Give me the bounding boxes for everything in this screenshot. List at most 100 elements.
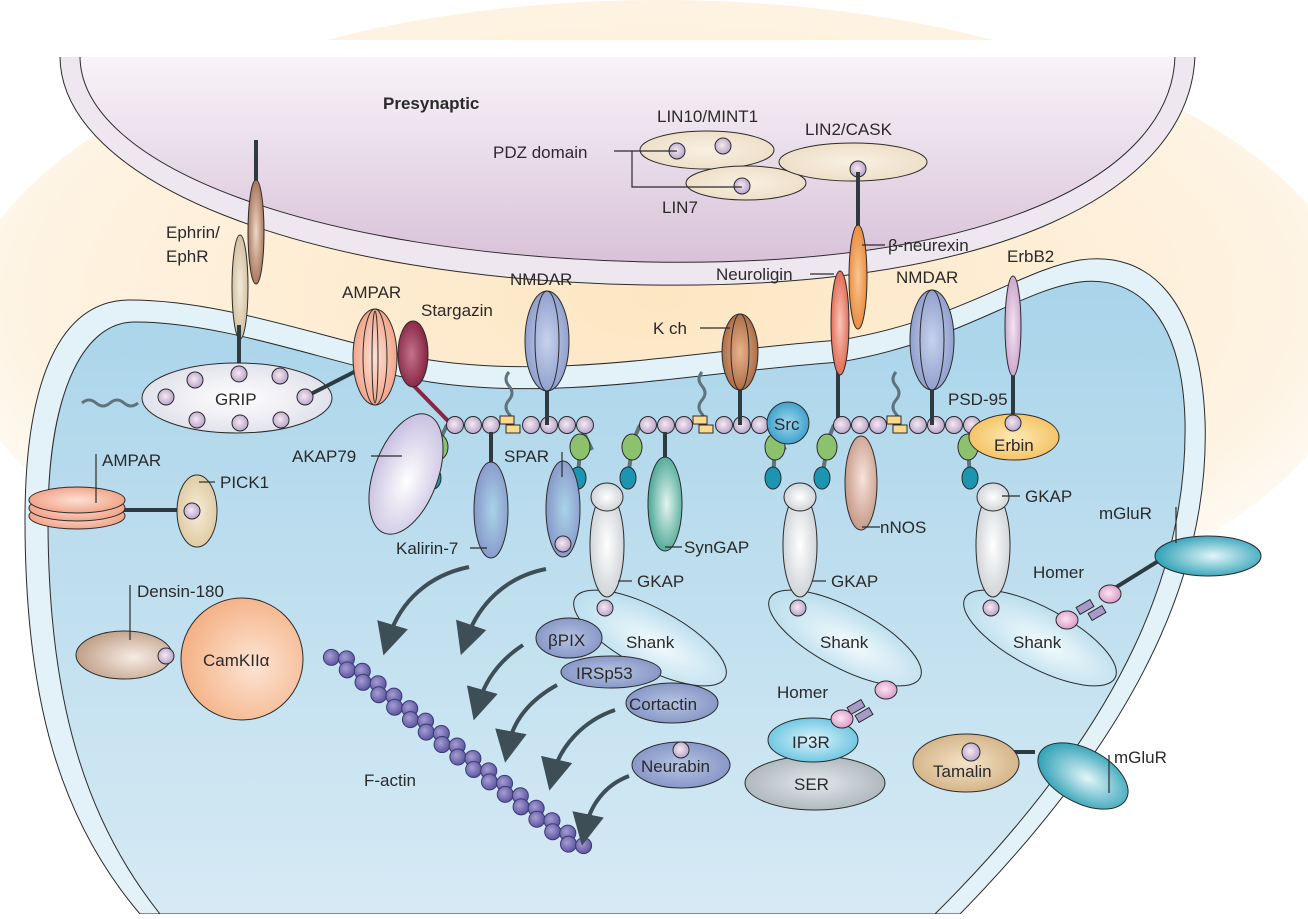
ip3r	[767, 717, 859, 763]
akap79: AKAP79	[292, 413, 444, 535]
arrow-icon	[572, 774, 630, 846]
lin7-label: LIN7	[662, 198, 698, 217]
arrow-icon	[456, 567, 547, 656]
beta-neurexin	[848, 224, 868, 330]
factin-label: F-actin	[364, 771, 416, 790]
camkii-label: CamKIIα	[203, 651, 270, 670]
gk-domain-icon	[619, 466, 637, 490]
camkii	[180, 597, 304, 721]
nmdar-left: NMDAR	[510, 270, 572, 425]
betapix-label: βPIX	[548, 631, 585, 650]
pdz-domain-leader	[614, 150, 742, 188]
actin-monomer	[338, 661, 356, 679]
arrow-icon	[495, 683, 558, 763]
psd95-scaffolds	[424, 371, 981, 490]
erbin	[968, 413, 1060, 461]
densin180-label: Densin-180	[137, 582, 224, 601]
cortactin-label: Cortactin	[629, 695, 697, 714]
pdz-domain-icon	[464, 416, 482, 434]
pdz-domain-icon	[446, 416, 464, 434]
arrow-icon	[466, 643, 525, 721]
pdz-domain-icon	[851, 416, 869, 434]
src-kinase	[766, 401, 810, 445]
k-channel-label: K ch	[653, 319, 687, 338]
actin-monomer	[559, 835, 577, 853]
spar-protein	[545, 460, 581, 558]
akap79-protein	[368, 413, 444, 535]
presynaptic-label: Presynaptic	[383, 94, 479, 113]
actin-monomer	[575, 837, 593, 855]
lin2-protein	[778, 142, 928, 182]
palmitoylation-anchor	[81, 398, 139, 408]
ampar-top-label: AMPAR	[342, 283, 401, 302]
actin-monomer	[433, 736, 451, 754]
beta-neurexin-label: β-neurexin	[888, 236, 969, 255]
actin-monomer	[322, 648, 340, 666]
signaling-arrows	[377, 565, 630, 846]
nmdar-right: NMDAR	[896, 268, 958, 425]
tamalin-label: Tamalin	[933, 762, 992, 781]
ephrin	[247, 179, 265, 285]
mglur-label-1: mGluR	[1099, 504, 1152, 523]
pdz-domain-label: PDZ domain	[493, 143, 587, 162]
homer-label-2: Homer	[1033, 563, 1084, 582]
gk-domain-icon	[961, 466, 979, 490]
presynaptic-terminal	[55, 40, 1205, 286]
mglur-receptor-2	[1037, 742, 1129, 810]
ampar-left-label: AMPAR	[102, 451, 161, 470]
gkap-label-2: GKAP	[831, 572, 878, 591]
grip-label: GRIP	[215, 390, 257, 409]
pdz-domain-icon	[715, 416, 733, 434]
actin-monomer	[512, 798, 530, 816]
nmdar-left-label: NMDAR	[510, 270, 572, 289]
psd95-scaffold	[433, 371, 594, 451]
cortactin	[625, 682, 719, 724]
gkap-shank	[963, 482, 1117, 687]
grip-complex: GRIP	[81, 362, 359, 434]
psd95-label: PSD-95	[948, 390, 1008, 409]
pdz-domain-icon	[982, 599, 1000, 617]
pdz-domain-icon	[751, 416, 769, 434]
nnos-label: nNOS	[880, 518, 926, 537]
ephr	[231, 234, 249, 340]
ampar-pick1: AMPAR PICK1	[28, 451, 269, 548]
ampar-stargazin: AMPAR Stargazin	[342, 283, 493, 427]
ampar-receptor	[352, 308, 398, 406]
neurexin-neuroligin-pair: β-neurexin Neuroligin	[716, 172, 969, 425]
actin-monomer	[417, 723, 435, 741]
neurabin-label: Neurabin	[641, 757, 710, 776]
stargazin	[397, 320, 429, 388]
pick1-label: PICK1	[220, 473, 269, 492]
k-channel: K ch	[653, 313, 759, 425]
pdz-domain-icon	[482, 416, 500, 434]
sh3-gk-domains	[619, 433, 643, 490]
src-label: Src	[774, 415, 800, 434]
akap79-label: AKAP79	[292, 447, 356, 466]
pdz-domain-icon	[576, 416, 594, 434]
nnos: nNOS	[844, 435, 926, 537]
spar: SPAR	[504, 447, 581, 558]
ephr-label: EphR	[166, 247, 209, 266]
erbb2-erbin: ErbB2 Erbin	[968, 247, 1060, 461]
actin-monomer	[401, 711, 419, 729]
sh3-domain-icon	[569, 433, 591, 461]
nnos-protein	[844, 435, 878, 531]
gkap-shank	[768, 482, 922, 687]
lin10-protein	[639, 130, 775, 170]
pdz-domain-icon	[733, 177, 751, 195]
actin-monomer	[528, 810, 546, 828]
pdz-domain-icon	[522, 416, 540, 434]
gkap-label-1: GKAP	[637, 572, 684, 591]
pdz-domain-icon	[869, 416, 887, 434]
tamalin-mglur: Tamalin mGluR	[912, 733, 1167, 810]
actin-monomer	[465, 760, 483, 778]
homer-ip3r-ser: Homer IP3R SER	[744, 680, 898, 811]
sh3-domain-icon	[621, 433, 643, 461]
gkap-label-3: GKAP	[1025, 487, 1072, 506]
irsp53	[560, 655, 662, 689]
pdz-domain-icon	[833, 416, 851, 434]
syngap-protein	[647, 456, 683, 552]
actin-monomer	[496, 785, 514, 803]
actin-regulators: βPIX IRSp53 Cortactin Neurabin	[535, 617, 731, 789]
